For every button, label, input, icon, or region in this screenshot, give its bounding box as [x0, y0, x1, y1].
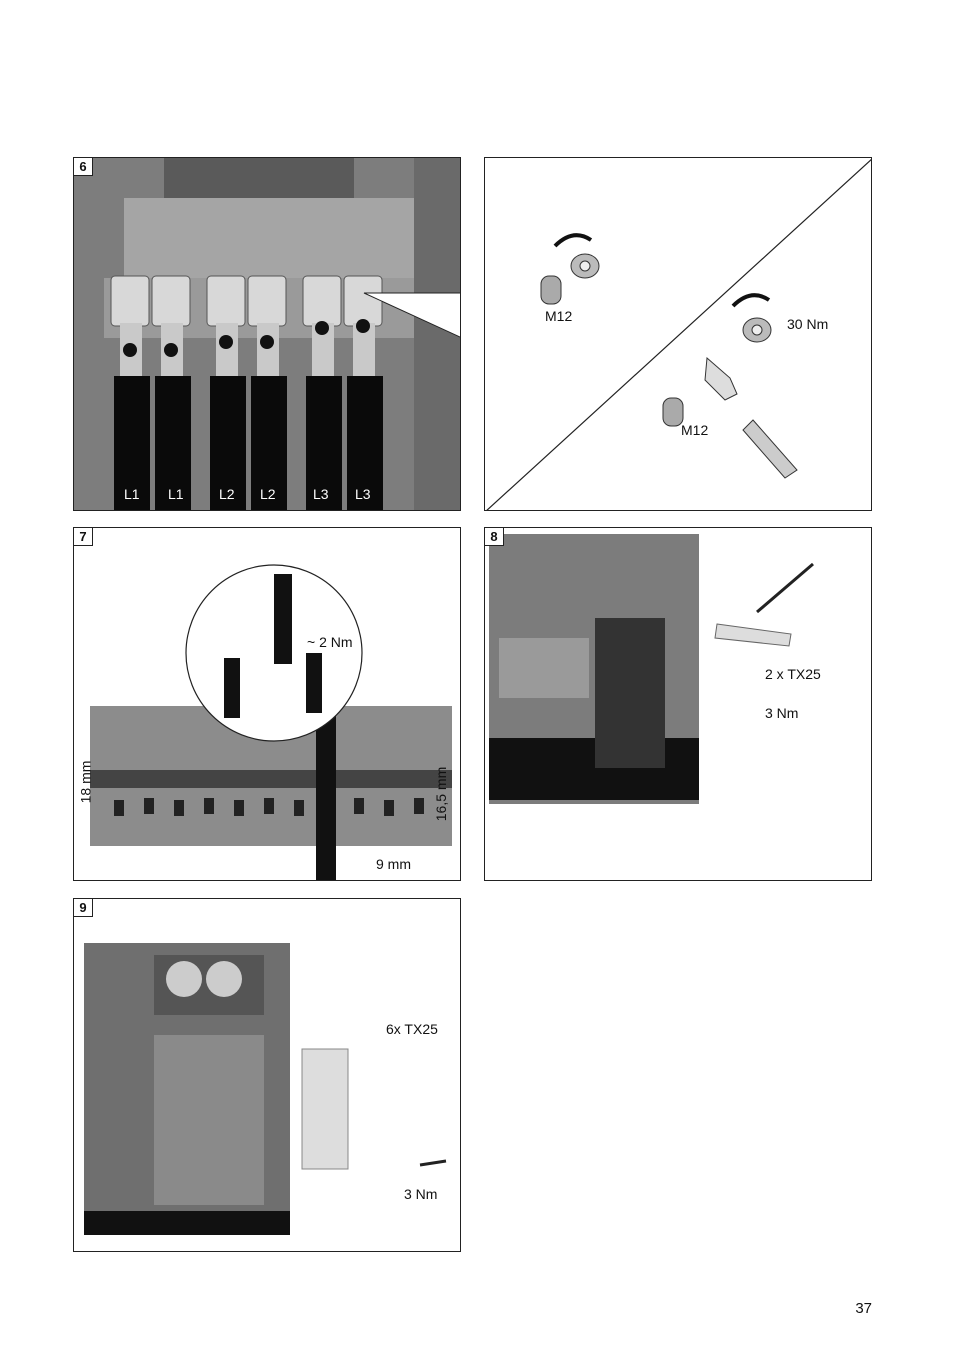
step-number: 6	[74, 158, 93, 176]
step-number: 9	[74, 899, 93, 917]
busbar-connection-illustration	[74, 158, 460, 510]
step-number: 7	[74, 528, 93, 546]
step-6-photo-panel: 6	[73, 157, 461, 511]
dimension-label-right: 16,5 mm	[433, 766, 450, 822]
torque-label: 3 Nm	[765, 705, 799, 721]
bolt-size-label: M12	[681, 422, 709, 438]
step-9-panel: 9 6x TX25 3 Nm	[73, 898, 461, 1252]
torque-label: 30 Nm	[787, 316, 829, 332]
step-number: 8	[485, 528, 504, 546]
step-8-panel: 8 2 x TX25 3 Nm	[484, 527, 872, 881]
cabinet-cover-illustration	[84, 943, 447, 1235]
screw-count-label: 2 x TX25	[765, 666, 821, 682]
cable-label: L3	[313, 486, 329, 502]
torque-label: 3 Nm	[404, 1186, 438, 1202]
bolt-size-label: M12	[545, 308, 573, 324]
cable-label: L1	[168, 486, 184, 502]
cable-label: L2	[219, 486, 235, 502]
step-7-panel: 7 ~ 2 Nm 18 mm 16,5 mm 9 mm	[73, 527, 461, 881]
cable-label: L1	[124, 486, 140, 502]
torque-label: ~ 2 Nm	[307, 634, 353, 650]
bolt-detail-illustration	[486, 159, 871, 510]
screw-count-label: 6x TX25	[386, 1021, 438, 1037]
page-number: 37	[855, 1300, 872, 1317]
cable-label: L2	[260, 486, 276, 502]
cable-label: L3	[355, 486, 371, 502]
step-6-detail-panel: M12 30 Nm M12	[484, 157, 872, 511]
cable-clamp-illustration	[90, 564, 452, 880]
dimension-label-left: 18 mm	[77, 760, 94, 804]
dimension-label-bottom: 9 mm	[376, 856, 411, 872]
cover-mounting-illustration	[489, 534, 814, 804]
